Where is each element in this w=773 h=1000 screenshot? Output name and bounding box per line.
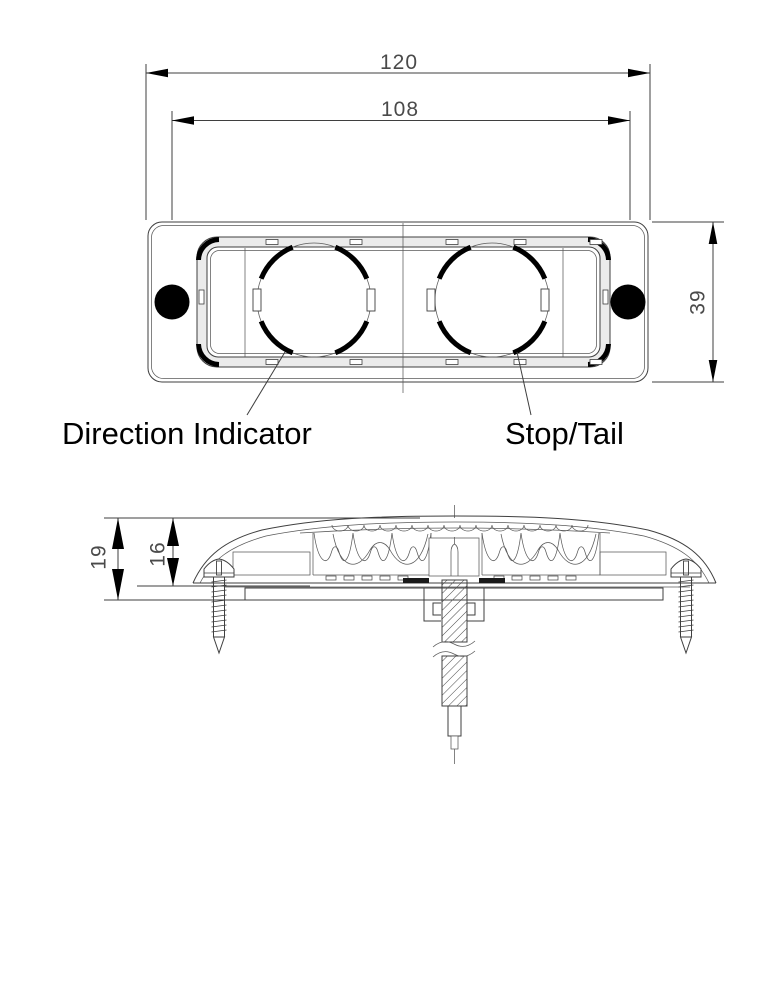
- dim-120-text: 120: [380, 51, 418, 74]
- dimension-19: 19: [88, 517, 420, 601]
- center-housing: [428, 537, 480, 577]
- construction-lines: [244, 223, 564, 393]
- lens-bezel: [196, 236, 611, 368]
- section-view: 19 16: [88, 505, 717, 764]
- front-view: 120 108 39 Direction Indicator Stop/Tail: [62, 51, 724, 451]
- leader-stop-tail: [516, 351, 532, 416]
- dimension-120: 120: [145, 51, 651, 220]
- label-direction-indicator: Direction Indicator: [62, 416, 312, 451]
- screw-hole-left: [154, 284, 190, 320]
- lens-stop-tail: [426, 242, 550, 358]
- lens-direction-indicator: [252, 242, 376, 358]
- dim-19-text: 19: [88, 544, 111, 569]
- screw-hole-right: [610, 284, 646, 320]
- dome-profile: [192, 515, 717, 584]
- dimension-108: 108: [171, 98, 631, 220]
- leader-direction-indicator: [246, 351, 286, 416]
- dimension-39: 39: [652, 221, 724, 383]
- dim-16-text: 16: [147, 541, 170, 566]
- threaded-stud: [432, 579, 476, 764]
- dim-108-text: 108: [381, 98, 419, 121]
- reflector-optics: [232, 532, 667, 581]
- mounting-screw-left: [203, 558, 235, 654]
- dimension-16: 16: [137, 518, 310, 587]
- label-stop-tail: Stop/Tail: [505, 416, 624, 451]
- mounting-screw-right: [670, 558, 702, 654]
- dim-39-text: 39: [687, 289, 710, 314]
